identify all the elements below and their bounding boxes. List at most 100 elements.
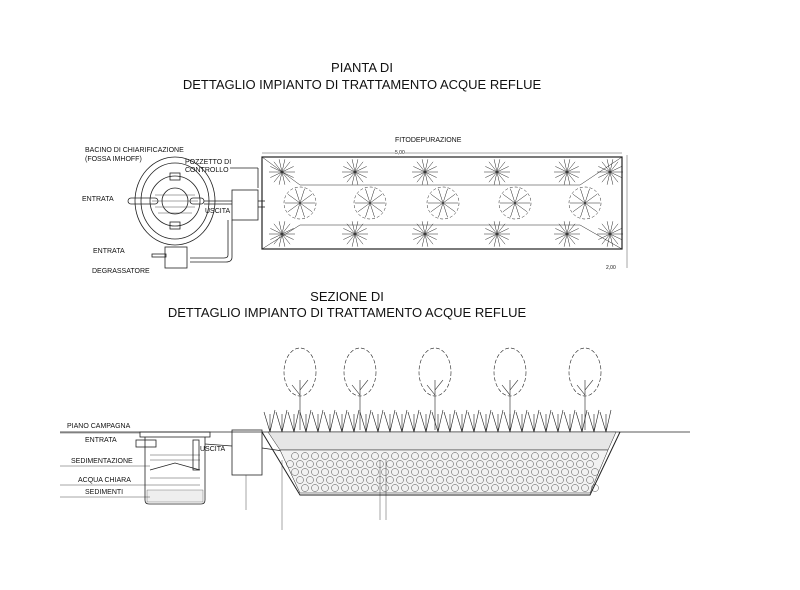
label-entrata-plan: ENTRATA (82, 196, 114, 203)
pozzetto-section (231, 429, 263, 476)
label-bacino: BACINO DI CHIARIFICAZIONE (85, 147, 184, 154)
grass-symbol (575, 409, 588, 433)
gravel-stone (526, 460, 534, 468)
grass-symbol (539, 409, 552, 433)
gravel-stone (401, 468, 409, 476)
label-fitodepurazione: FITODEPURAZIONE (395, 137, 462, 144)
gravel-stone (551, 468, 559, 476)
gravel-stone (441, 484, 449, 492)
gravel-stone (311, 452, 319, 460)
plant-symbol (597, 221, 623, 247)
plant-symbol (597, 159, 623, 185)
gravel-stone (521, 484, 529, 492)
gravel-stone (506, 476, 514, 484)
gravel-stone (471, 484, 479, 492)
gravel-stone (391, 468, 399, 476)
gravel-stone (291, 468, 299, 476)
grass-symbol (287, 409, 300, 433)
gravel-stone (541, 452, 549, 460)
gravel-stone (386, 476, 394, 484)
gravel-stone (361, 484, 369, 492)
gravel-stone (581, 484, 589, 492)
gravel-stone (491, 468, 499, 476)
gravel-stone (356, 460, 364, 468)
plan-title-line2: DETTAGLIO IMPIANTO DI TRATTAMENTO ACQUE … (182, 77, 542, 92)
gravel-stone (501, 484, 509, 492)
gravel-stone (591, 468, 599, 476)
gravel-stone (366, 460, 374, 468)
gravel-stone (556, 460, 564, 468)
shrub-symbol (498, 186, 532, 220)
gravel-stone (456, 476, 464, 484)
gravel-stone (396, 476, 404, 484)
plant-symbol (355, 188, 385, 218)
gravel-stone (511, 484, 519, 492)
gravel-stone (486, 476, 494, 484)
gravel-stone (451, 484, 459, 492)
plant-symbol (500, 188, 530, 218)
grass-symbol (263, 409, 276, 433)
grass-symbol (551, 409, 564, 433)
gravel-stone (466, 460, 474, 468)
gravel-stone (531, 468, 539, 476)
gravel-stone (371, 484, 379, 492)
gravel-stone (481, 468, 489, 476)
label-acqua-chiara: ACQUA CHIARA (78, 477, 131, 484)
gravel-stone (461, 452, 469, 460)
gravel-stone (321, 468, 329, 476)
gravel-stone (561, 468, 569, 476)
grass-symbol (395, 409, 408, 433)
gravel-stone (461, 484, 469, 492)
gravel-stone (566, 460, 574, 468)
grass-symbol (275, 409, 288, 433)
gravel-stone (486, 460, 494, 468)
gravel-stone (516, 476, 524, 484)
gravel-stone (346, 460, 354, 468)
gravel-stone (441, 468, 449, 476)
gravel-stone (446, 460, 454, 468)
gravel-stone (296, 476, 304, 484)
gravel-stone (336, 460, 344, 468)
grass-symbol (323, 409, 336, 433)
gravel-stone (516, 460, 524, 468)
tree-canopy (493, 347, 527, 397)
gravel-stone (286, 460, 294, 468)
gravel-stone (381, 484, 389, 492)
tree-canopy (283, 347, 317, 397)
plant-symbol (342, 221, 368, 247)
gravel-stone (346, 476, 354, 484)
gravel-stone (451, 452, 459, 460)
label-uscita-plan: USCITA (205, 208, 231, 215)
gravel-stone (561, 484, 569, 492)
grass-symbol (431, 409, 444, 433)
gravel-stone (386, 460, 394, 468)
gravel-stone (311, 484, 319, 492)
label-piano-campagna: PIANO CAMPAGNA (67, 423, 131, 430)
fitodepurazione-bed (261, 156, 623, 250)
gravel-stone (416, 476, 424, 484)
tree-canopy (568, 347, 602, 397)
grass-symbol (335, 409, 348, 433)
gravel-stone (351, 468, 359, 476)
plan-title-line1: PIANTA DI (331, 60, 393, 75)
gravel-stone (591, 452, 599, 460)
dimension-length: 5,00 (395, 150, 405, 156)
gravel-stone (481, 452, 489, 460)
gravel-stone (331, 484, 339, 492)
gravel-stone (491, 452, 499, 460)
tree-canopy (418, 347, 452, 397)
gravel-stone (291, 452, 299, 460)
gravel-stone (436, 476, 444, 484)
gravel-stone (556, 476, 564, 484)
gravel-stone (571, 452, 579, 460)
label-entrata-degrassatore: ENTRATA (93, 248, 125, 255)
plant-symbol (412, 221, 438, 247)
gravel-stone (341, 468, 349, 476)
grass-symbol (419, 409, 432, 433)
label-controllo: CONTROLLO (185, 167, 229, 174)
shrub-symbol (568, 186, 602, 220)
gravel-stone (341, 484, 349, 492)
tree-trunk (351, 379, 369, 430)
